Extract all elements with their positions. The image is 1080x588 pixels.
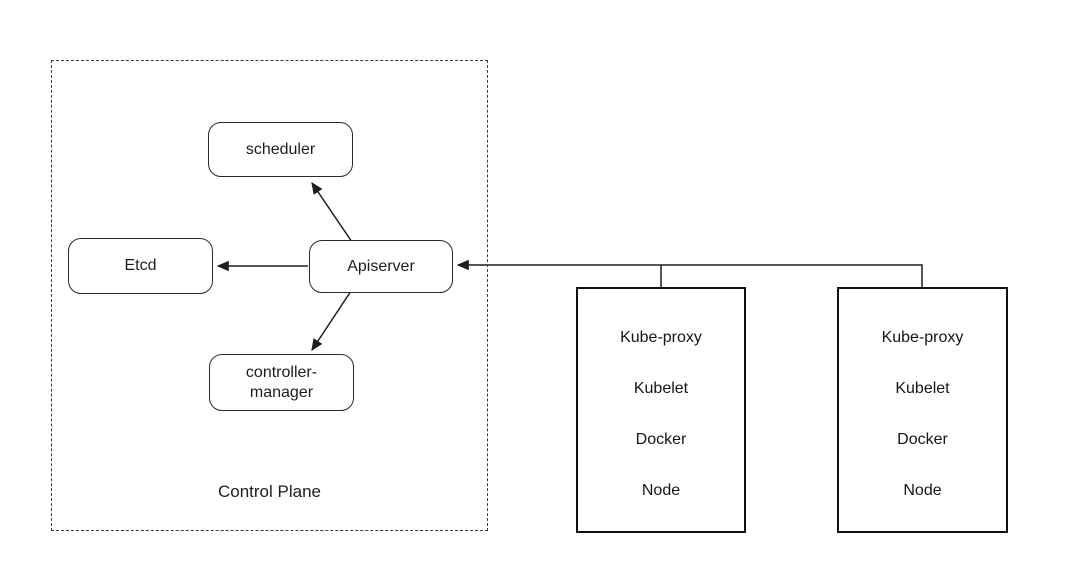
etcd-box: Etcd (68, 238, 213, 294)
node2-kube-proxy-label: Kube-proxy (881, 328, 964, 346)
controller-manager-box: controller- manager (209, 354, 354, 411)
controller-manager-label-line2: manager (249, 383, 314, 401)
node1-docker-label: Docker (635, 430, 687, 448)
worker-node-box-2: Kube-proxy Kubelet Docker Node (837, 287, 1008, 533)
control-plane-boundary: Control Plane (51, 60, 488, 531)
node1-node-label: Node (641, 481, 681, 499)
scheduler-box: scheduler (208, 122, 353, 177)
worker-node-box-1: Kube-proxy Kubelet Docker Node (576, 287, 746, 533)
etcd-label: Etcd (124, 257, 157, 274)
arrow-apiserver-to-controller-manager (311, 290, 352, 352)
node1-kubelet-label: Kubelet (633, 379, 689, 397)
node1-kube-proxy-label: Kube-proxy (620, 328, 702, 346)
scheduler-label: scheduler (245, 140, 316, 158)
controller-manager-label: controller- manager (246, 363, 317, 403)
arrow-apiserver-to-scheduler (311, 182, 353, 243)
node2-docker-label: Docker (897, 430, 948, 448)
node2-node-label: Node (903, 481, 942, 499)
apiserver-box: Apiserver (309, 240, 453, 293)
control-plane-label: Control Plane (217, 482, 321, 501)
apiserver-label: Apiserver (347, 257, 415, 275)
node2-kubelet-label: Kubelet (895, 379, 950, 397)
controller-manager-label-line1: controller- (245, 363, 318, 381)
arrow-nodes-to-apiserver (456, 259, 923, 288)
